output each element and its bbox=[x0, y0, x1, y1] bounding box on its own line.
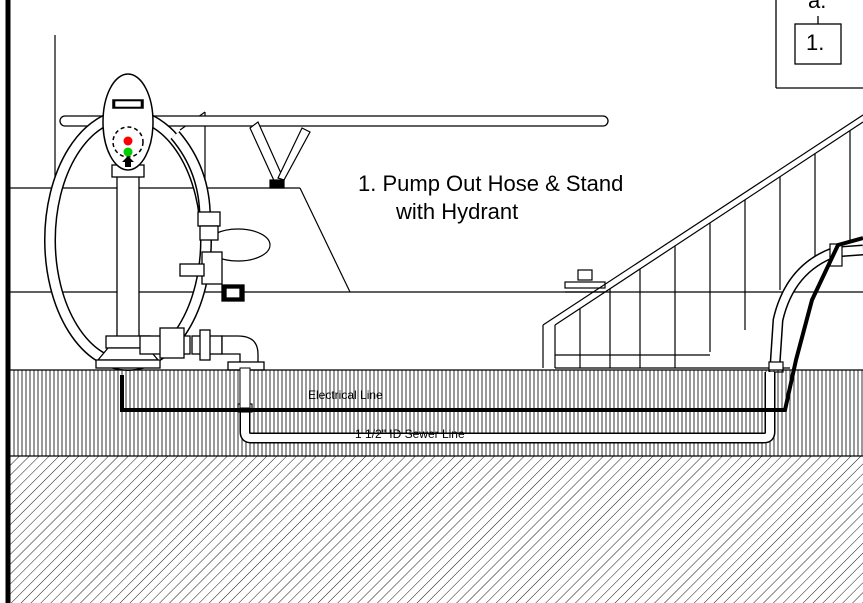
title-line-1: 1. Pump Out Hose & Stand bbox=[358, 171, 624, 196]
overhead-rail bbox=[59, 115, 609, 127]
hydrant-valve bbox=[179, 211, 245, 302]
electrical-line bbox=[120, 236, 863, 412]
sewer-line-label: 1 1/2" ID Sewer Line bbox=[355, 427, 465, 441]
start-button bbox=[122, 156, 134, 167]
hydrant-plumbing bbox=[139, 327, 265, 371]
title-line-2: with Hydrant bbox=[396, 199, 519, 224]
right-riser-pipe bbox=[768, 243, 863, 373]
electrical-line-label: Electrical Line bbox=[308, 388, 383, 402]
reference-box bbox=[775, 0, 863, 89]
v-support bbox=[249, 121, 311, 189]
diagram-title: 1. Pump Out Hose & Stand with Hydrant bbox=[358, 170, 623, 226]
native-soil-layer bbox=[10, 456, 863, 603]
pump-head bbox=[102, 73, 154, 171]
green-indicator-light bbox=[123, 147, 133, 157]
staircase bbox=[542, 114, 863, 369]
reference-letter: a. bbox=[808, 0, 827, 13]
reference-number: 1. bbox=[806, 30, 825, 55]
red-indicator-light bbox=[123, 136, 133, 146]
